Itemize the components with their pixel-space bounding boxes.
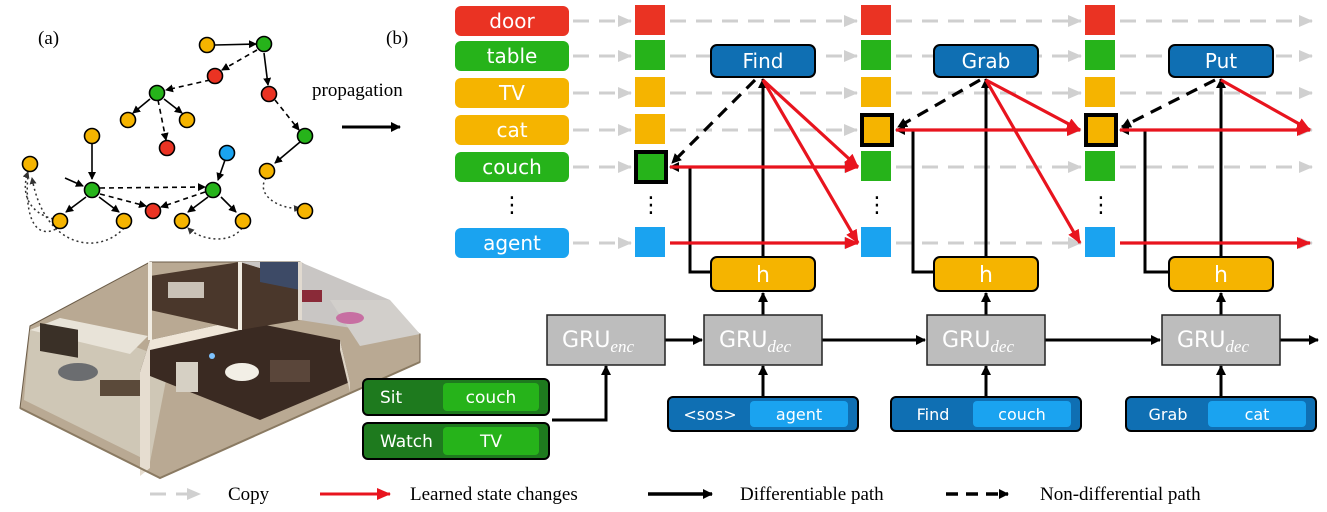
object-label-agent: agent bbox=[483, 231, 541, 255]
learned-arrow bbox=[761, 79, 860, 244]
state-square bbox=[861, 5, 891, 35]
gru-decoder-1-box bbox=[703, 314, 823, 366]
propagation-label: propagation bbox=[312, 80, 403, 101]
state-ellipsis: ⋮ bbox=[866, 193, 888, 218]
program-input-action: Watch bbox=[380, 432, 433, 452]
legend-learned-label: Learned state changes bbox=[410, 484, 578, 505]
state-square bbox=[860, 113, 894, 147]
hidden-state-label: h bbox=[1214, 263, 1228, 288]
object-label-couch: couch bbox=[482, 155, 542, 179]
object-label-couch-box bbox=[455, 152, 569, 182]
state-square bbox=[635, 5, 665, 35]
gru-decoder-2-box bbox=[926, 314, 1046, 366]
state-square bbox=[634, 150, 668, 184]
panel-b-label: (b) bbox=[386, 28, 408, 49]
state-square bbox=[1085, 77, 1115, 107]
hidden-state-box bbox=[933, 256, 1039, 292]
program-input-object-box bbox=[443, 427, 539, 455]
decoder-input-action: <sos> bbox=[683, 405, 736, 424]
state-square bbox=[861, 77, 891, 107]
object-label-cat: cat bbox=[496, 118, 527, 142]
state-square bbox=[1085, 5, 1115, 35]
decoder-input-object-box bbox=[750, 401, 848, 427]
action-boxes: Find Grab Put bbox=[710, 44, 1274, 78]
decoder-inputs: <sos> agent Find couch Grab cat bbox=[667, 396, 1317, 432]
learned-arrow bbox=[1220, 78, 1311, 132]
object-label-tv: TV bbox=[498, 81, 525, 105]
action-find: Find bbox=[743, 49, 784, 73]
panel-a-label: (a) bbox=[38, 28, 59, 49]
hidden-state-box bbox=[710, 256, 816, 292]
program-input-object: TV bbox=[479, 432, 502, 452]
diff-path bbox=[895, 125, 934, 274]
gru-decoder-3-label: GRUdec bbox=[1177, 328, 1249, 356]
state-square bbox=[1084, 113, 1118, 147]
state-square bbox=[1085, 227, 1115, 257]
learned-arrow bbox=[985, 78, 1081, 132]
decoder-input-object: couch bbox=[998, 405, 1046, 424]
state-square bbox=[861, 40, 891, 70]
decoder-input-object-box bbox=[1208, 401, 1306, 427]
learned-arrow bbox=[761, 78, 860, 169]
program-input-object: couch bbox=[466, 388, 517, 408]
state-ellipsis: ⋮ bbox=[1090, 193, 1112, 218]
decoder-input-object: cat bbox=[1245, 405, 1270, 424]
legend-nondiff-label: Non-differential path bbox=[1040, 484, 1201, 505]
decoder-input-object-box bbox=[973, 401, 1071, 427]
hidden-state-label: h bbox=[979, 263, 993, 288]
gru-encoder-label: GRUenc bbox=[562, 328, 634, 356]
gru-decoder-1-label: GRUdec bbox=[719, 328, 791, 356]
gru-decoder-3-box bbox=[1161, 314, 1281, 366]
object-label-agent-box bbox=[455, 228, 569, 258]
nondiff-path bbox=[897, 78, 981, 129]
paths bbox=[552, 78, 1319, 422]
object-label-tv-box bbox=[455, 78, 569, 108]
state-square bbox=[1085, 40, 1115, 70]
diff-path bbox=[552, 365, 611, 422]
object-label-door-box bbox=[455, 6, 569, 36]
decoder-input-action: Find bbox=[917, 405, 950, 424]
state-square bbox=[635, 77, 665, 107]
diff-path bbox=[669, 162, 711, 274]
house-3d-image bbox=[19, 261, 421, 480]
gru-encoder-box bbox=[546, 314, 666, 366]
hidden-state-label: h bbox=[756, 263, 770, 288]
action-put-box bbox=[1168, 44, 1274, 78]
program-input-object-box bbox=[443, 383, 539, 411]
decoder-input-object: agent bbox=[776, 405, 822, 424]
action-grab-box bbox=[933, 44, 1039, 78]
action-grab: Grab bbox=[962, 49, 1011, 73]
legend-diff-label: Differentiable path bbox=[740, 484, 884, 505]
scene-graph bbox=[21, 35, 314, 244]
decoder-input-action: Grab bbox=[1149, 405, 1188, 424]
gru-boxes: GRUenc GRUdec GRUdec GRUdec bbox=[546, 314, 1281, 366]
hidden-state-box bbox=[1168, 256, 1274, 292]
action-put: Put bbox=[1205, 49, 1237, 73]
state-square bbox=[861, 227, 891, 257]
state-ellipsis: ⋮ bbox=[640, 193, 662, 218]
object-label-table-box bbox=[455, 41, 569, 71]
action-find-box bbox=[710, 44, 816, 78]
state-square bbox=[635, 40, 665, 70]
state-square bbox=[635, 227, 665, 257]
object-ellipsis: ⋮ bbox=[501, 193, 523, 218]
gru-decoder-2-label: GRUdec bbox=[942, 328, 1014, 356]
state-square bbox=[1085, 151, 1115, 181]
nondiff-path bbox=[1121, 78, 1216, 129]
diff-path bbox=[1119, 125, 1169, 274]
object-label-door: door bbox=[489, 9, 535, 33]
learned-arrow bbox=[984, 79, 1082, 244]
state-columns: ⋮ ⋮ ⋮ bbox=[634, 5, 1118, 257]
program-input-action: Sit bbox=[380, 388, 403, 408]
object-label-cat-box bbox=[455, 115, 569, 145]
legend: Copy Learned state changes Differentiable … bbox=[150, 484, 1201, 505]
legend-copy-label: Copy bbox=[228, 484, 270, 505]
state-square bbox=[861, 151, 891, 181]
object-label-table: table bbox=[487, 44, 538, 68]
state-square bbox=[635, 114, 665, 144]
